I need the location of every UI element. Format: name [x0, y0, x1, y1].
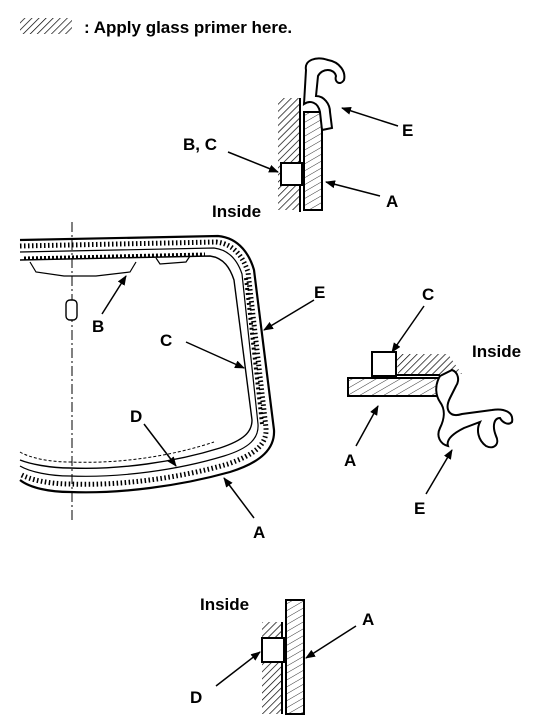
arrow-a-bottom	[305, 625, 357, 659]
top-cross-section	[227, 57, 399, 212]
bottom-cross-section	[215, 599, 357, 715]
arrow-b-ws	[101, 275, 127, 315]
dam-line-d	[19, 441, 215, 463]
label-a-bottom: A	[362, 610, 374, 629]
glass-a-top	[303, 111, 323, 211]
molding-band	[18, 239, 269, 487]
legend-text: : Apply glass primer here.	[84, 18, 292, 37]
label-a-top: A	[386, 192, 398, 211]
sensor-tab	[65, 299, 78, 321]
arrow-c-ws	[185, 341, 245, 369]
arrow-bc-top	[227, 151, 279, 173]
label-bc-top: B, C	[183, 135, 217, 154]
primer-block-c	[371, 351, 397, 377]
label-a-right: A	[344, 451, 356, 470]
label-e-right: E	[414, 499, 425, 518]
right-cross-section	[347, 305, 514, 495]
arrow-a-top	[325, 180, 381, 197]
glass-a-bottom	[285, 599, 305, 715]
label-inside-bottom: Inside	[200, 595, 249, 614]
molding-e-right	[435, 368, 514, 449]
label-e-ws: E	[314, 283, 325, 302]
label-d-ws: D	[130, 407, 142, 426]
label-inside-top: Inside	[212, 202, 261, 221]
windshield	[18, 222, 276, 520]
windshield-outer-edge	[19, 234, 276, 494]
label-inside-right: Inside	[472, 342, 521, 361]
body-flange	[278, 98, 300, 210]
arrow-e-top	[341, 106, 399, 127]
body-flange-bottom	[262, 622, 282, 714]
label-c-right: C	[422, 285, 434, 304]
label-e-top: E	[402, 121, 413, 140]
arrow-a-right	[355, 405, 379, 447]
label-d-bottom: D	[190, 688, 202, 707]
molding-e-top	[302, 57, 346, 132]
mirror-bracket	[29, 261, 137, 277]
legend: : Apply glass primer here.	[20, 18, 292, 37]
arrow-d-ws	[143, 423, 177, 467]
inner-border	[19, 255, 253, 469]
body-flange-right	[396, 354, 462, 374]
primer-block-bc	[280, 162, 303, 186]
glass-a-right	[347, 377, 447, 397]
arrow-e-right	[425, 449, 453, 495]
label-c-ws: C	[160, 331, 172, 350]
primer-block-d	[261, 637, 285, 663]
arrow-d-bottom	[215, 651, 261, 687]
arrow-c-right	[391, 305, 425, 353]
arrow-e-ws	[263, 299, 315, 331]
label-b-ws: B	[92, 317, 104, 336]
hatch-swatch-icon	[20, 18, 72, 34]
label-a-ws: A	[253, 523, 265, 542]
arrow-a-ws	[223, 477, 255, 519]
